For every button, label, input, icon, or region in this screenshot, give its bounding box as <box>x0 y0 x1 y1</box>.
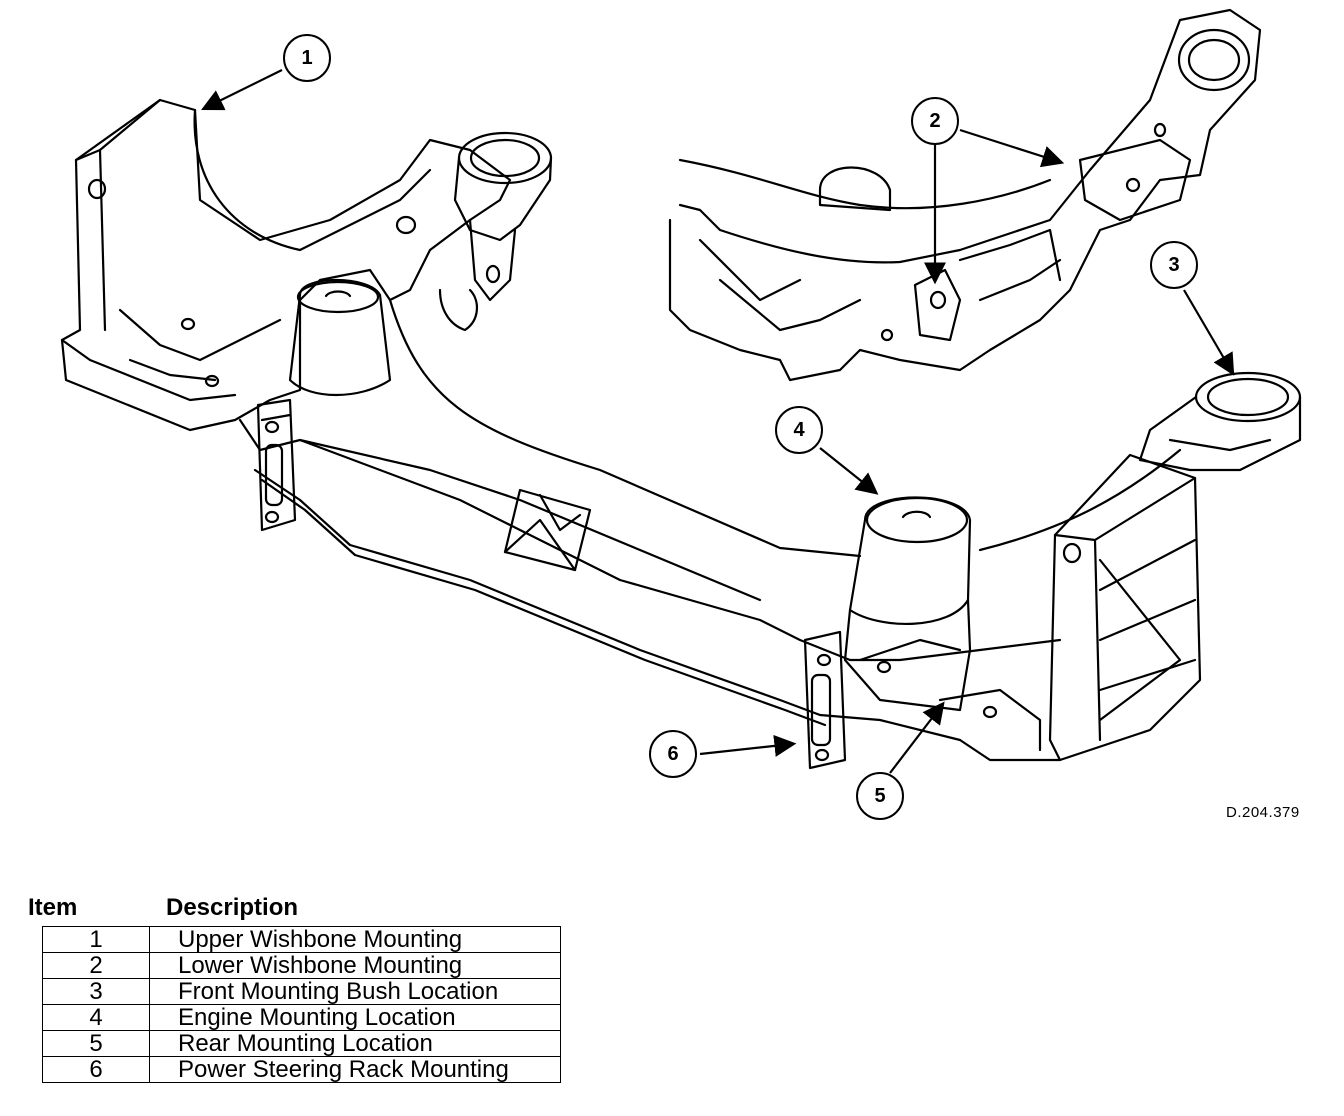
callout-5-arrow <box>889 701 945 774</box>
legend-item-number: 5 <box>42 1030 150 1057</box>
left-mount-tower <box>60 98 512 432</box>
callout-1-circle <box>283 34 331 82</box>
table-row: 5 Rear Mounting Location <box>42 1030 561 1057</box>
legend-item-description: Power Steering Rack Mounting <box>149 1056 561 1083</box>
right-front-bush <box>978 371 1302 552</box>
callout-4-label: 4 <box>793 419 805 441</box>
callout-2-arrow-a <box>959 128 1065 168</box>
callout-4-arrow <box>819 447 879 495</box>
legend-item-number: 1 <box>42 926 150 953</box>
rack-mount-left <box>256 398 297 532</box>
legend-item-number: 2 <box>42 952 150 979</box>
callout-6-arrow <box>699 734 797 757</box>
diagram-reference: D.204.379 <box>1226 804 1300 821</box>
callout-3-arrow <box>1183 289 1235 376</box>
legend-item-description: Rear Mounting Location <box>149 1030 561 1057</box>
callout-4-circle <box>775 406 823 454</box>
table-row: 4 Engine Mounting Location <box>42 1004 561 1031</box>
callout-5-label: 5 <box>874 785 885 807</box>
callout-5-circle <box>856 772 904 820</box>
table-row: 1 Upper Wishbone Mounting <box>42 926 561 953</box>
legend-item-number: 4 <box>42 1004 150 1031</box>
legend-item-number: 3 <box>42 978 150 1005</box>
right-mount-tower <box>938 453 1202 762</box>
legend-item-description: Upper Wishbone Mounting <box>149 926 561 953</box>
cross-member <box>238 298 1062 742</box>
callout-6-label: 6 <box>667 743 678 765</box>
rack-mount-right <box>803 630 847 770</box>
legend-description-header: Description <box>166 894 299 921</box>
callout-6-circle <box>649 730 697 778</box>
table-row: 3 Front Mounting Bush Location <box>42 978 561 1005</box>
legend-item-header: Item <box>28 894 78 921</box>
callout-2-circle <box>911 97 959 145</box>
callout-3-label: 3 <box>1168 254 1179 276</box>
callout-3-circle <box>1150 241 1198 289</box>
legend-item-description: Engine Mounting Location <box>149 1004 561 1031</box>
legend-table: 1 Upper Wishbone Mounting 2 Lower Wishbo… <box>42 926 561 1083</box>
callout-circles <box>283 34 1198 820</box>
right-engine-mount <box>843 496 972 712</box>
callout-2-label: 2 <box>929 110 940 132</box>
callout-1-arrow <box>201 69 283 111</box>
left-engine-mount <box>288 279 392 396</box>
legend-item-description: Front Mounting Bush Location <box>149 978 561 1005</box>
subframe-diagram: 1 2 3 4 5 6 <box>60 8 1302 820</box>
table-row: 2 Lower Wishbone Mounting <box>42 952 561 979</box>
legend-item-number: 6 <box>42 1056 150 1083</box>
table-row: 6 Power Steering Rack Mounting <box>42 1056 561 1083</box>
legend-item-description: Lower Wishbone Mounting <box>149 952 561 979</box>
inset-detail <box>668 8 1262 382</box>
left-upper-bracket <box>395 131 553 332</box>
callout-1-label: 1 <box>301 47 312 69</box>
